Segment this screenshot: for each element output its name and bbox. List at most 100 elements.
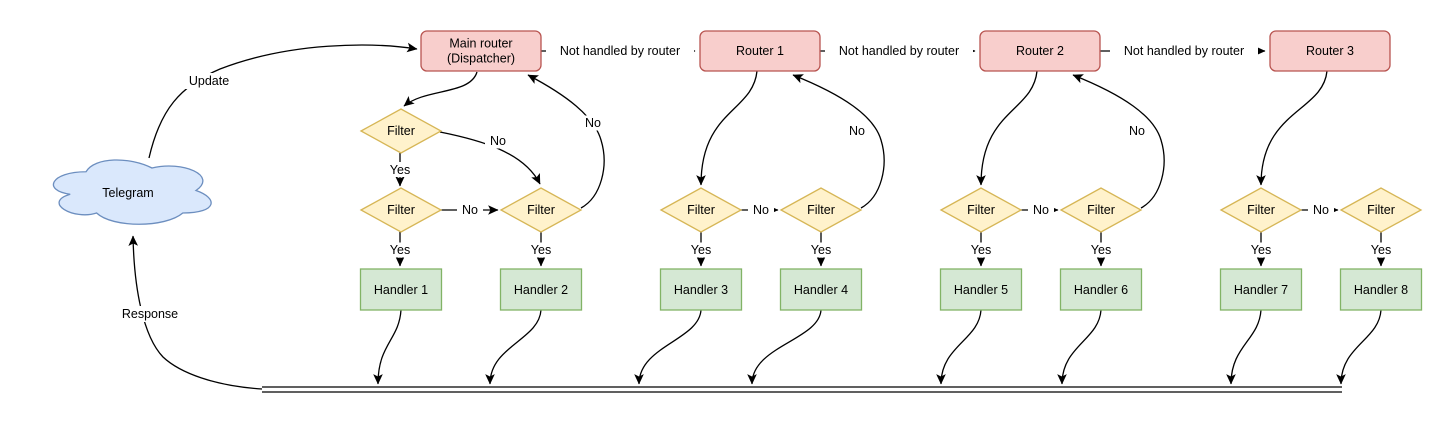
label-bg bbox=[182, 73, 236, 89]
filter-diamond bbox=[1219, 187, 1303, 233]
label-bg bbox=[1124, 123, 1150, 139]
filter-diamond bbox=[359, 108, 443, 154]
filter-diamond bbox=[1339, 187, 1423, 233]
edge-no-loop bbox=[792, 74, 885, 209]
label-bg bbox=[1246, 242, 1276, 258]
label-bg bbox=[844, 123, 870, 139]
edge-handler-out bbox=[1057, 309, 1102, 385]
router-3-node: Router 3 bbox=[1269, 30, 1391, 72]
label-bg bbox=[1086, 242, 1116, 258]
handler-label: Handler 3 bbox=[674, 283, 728, 297]
filter-node: Filter bbox=[499, 187, 583, 233]
handler-node: Handler 8 bbox=[1339, 268, 1423, 311]
label-bg bbox=[485, 133, 511, 149]
not-handled-label-text: Not handled by router bbox=[839, 44, 959, 58]
filter-diamond bbox=[939, 187, 1023, 233]
filter-node: Filter bbox=[359, 108, 443, 154]
filter-label: Filter bbox=[1087, 203, 1115, 217]
no-label-text: No bbox=[585, 116, 601, 130]
label-bg bbox=[117, 306, 183, 322]
filter-label: Filter bbox=[687, 203, 715, 217]
label-bg bbox=[385, 162, 415, 177]
cloud-shape bbox=[52, 159, 212, 225]
handler-label: Handler 1 bbox=[374, 283, 428, 297]
dispatcher-box bbox=[420, 30, 542, 72]
no-label-text: No bbox=[753, 203, 769, 217]
no-label-text: No bbox=[490, 134, 506, 148]
label-bg bbox=[825, 43, 973, 59]
handler-node: Handler 2 bbox=[499, 268, 583, 311]
handler-box bbox=[659, 268, 743, 311]
filter-node: Filter bbox=[1339, 187, 1423, 233]
no-label-text: No bbox=[1313, 203, 1329, 217]
handler-box bbox=[939, 268, 1023, 311]
label-bg bbox=[457, 202, 483, 218]
yes-label: Yes bbox=[966, 242, 996, 258]
telegram-label: Telegram bbox=[102, 186, 153, 200]
yes-label-text: Yes bbox=[811, 243, 831, 257]
not-handled-label-text: Not handled by router bbox=[560, 44, 680, 58]
no-label-text: No bbox=[462, 203, 478, 217]
filter-label: Filter bbox=[1367, 203, 1395, 217]
handler-label: Handler 8 bbox=[1354, 283, 1408, 297]
yes-label-text: Yes bbox=[531, 243, 551, 257]
telegram-node: Telegram bbox=[52, 159, 212, 225]
edges-layer bbox=[128, 42, 1386, 393]
handler-label: Handler 5 bbox=[954, 283, 1008, 297]
no-label: No bbox=[485, 133, 511, 149]
filter-node: Filter bbox=[359, 187, 443, 233]
edge-update bbox=[148, 42, 418, 159]
label-bg bbox=[546, 43, 694, 59]
filter-label: Filter bbox=[967, 203, 995, 217]
label-bg bbox=[806, 242, 836, 258]
edge-handler-out bbox=[1336, 309, 1382, 385]
no-label-text: No bbox=[849, 124, 865, 138]
filter-diamond bbox=[359, 187, 443, 233]
yes-label: Yes bbox=[385, 162, 415, 177]
edge-dispatcher-to-filter bbox=[403, 71, 478, 107]
yes-label: Yes bbox=[806, 242, 836, 258]
edge-handler-out bbox=[485, 309, 542, 385]
filter-label: Filter bbox=[1247, 203, 1275, 217]
not-handled-label: Not handled by router bbox=[1110, 43, 1258, 59]
filter-node: Filter bbox=[659, 187, 743, 233]
label-bg bbox=[1308, 202, 1334, 218]
router-box bbox=[979, 30, 1101, 72]
edge-handler-out bbox=[1226, 309, 1262, 385]
handler-node: Handler 7 bbox=[1219, 268, 1303, 311]
handler-box bbox=[1219, 268, 1303, 311]
dispatcher-label-line1: Main router bbox=[449, 37, 512, 51]
handler-label: Handler 2 bbox=[514, 283, 568, 297]
router-label: Router 3 bbox=[1306, 44, 1354, 58]
filter-label: Filter bbox=[387, 124, 415, 138]
update-label-text: Update bbox=[189, 74, 229, 88]
no-label: No bbox=[457, 202, 483, 218]
no-label: No bbox=[1124, 123, 1150, 139]
filter-node: Filter bbox=[1219, 187, 1303, 233]
filter-diamond bbox=[1059, 187, 1143, 233]
edge-handler-out bbox=[373, 309, 402, 385]
handler-box bbox=[359, 268, 443, 311]
handler-label: Handler 7 bbox=[1234, 283, 1288, 297]
yes-label-text: Yes bbox=[1251, 243, 1271, 257]
dispatcher-node: Main router (Dispatcher) bbox=[420, 30, 542, 72]
filter-label: Filter bbox=[807, 203, 835, 217]
no-label: No bbox=[1028, 202, 1054, 218]
dispatcher-label-line2: (Dispatcher) bbox=[447, 52, 515, 66]
edge-no-loop bbox=[1072, 74, 1165, 209]
handler-label: Handler 6 bbox=[1074, 283, 1128, 297]
filter-label: Filter bbox=[387, 203, 415, 217]
edge-response bbox=[128, 235, 263, 390]
update-label: Update bbox=[182, 73, 236, 89]
filter-diamond bbox=[499, 187, 583, 233]
filter-node: Filter bbox=[779, 187, 863, 233]
label-bg bbox=[385, 242, 415, 258]
handler-box bbox=[1339, 268, 1423, 311]
yes-label: Yes bbox=[1086, 242, 1116, 258]
edge-handler-out bbox=[634, 309, 702, 385]
no-label-text: No bbox=[1129, 124, 1145, 138]
yes-label-text: Yes bbox=[390, 243, 410, 257]
label-bg bbox=[748, 202, 774, 218]
no-label: No bbox=[844, 123, 870, 139]
